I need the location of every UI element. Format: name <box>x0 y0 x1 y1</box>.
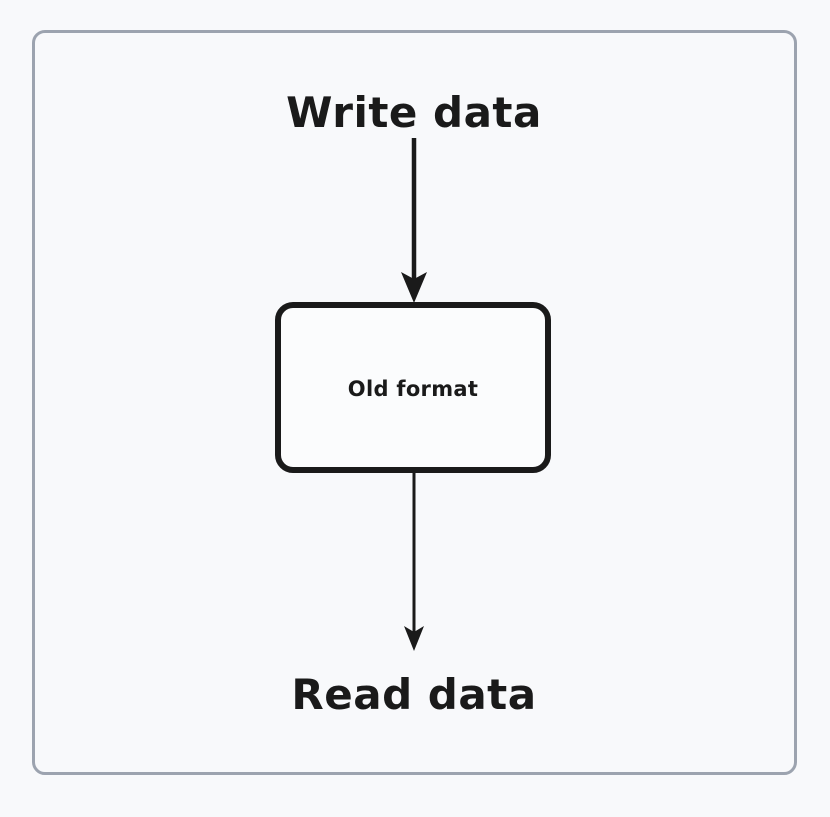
write-data-label: Write data <box>286 88 542 137</box>
edge-write-to-box-arrowhead <box>401 272 427 303</box>
edge-box-to-read <box>404 472 424 651</box>
node-old-format[interactable]: Old format <box>275 302 551 473</box>
old-format-box[interactable] <box>275 302 551 473</box>
old-format-label: Old format <box>348 377 478 401</box>
edge-write-to-box <box>401 138 427 303</box>
read-data-label: Read data <box>291 670 536 719</box>
edge-box-to-read-arrowhead <box>404 626 424 651</box>
